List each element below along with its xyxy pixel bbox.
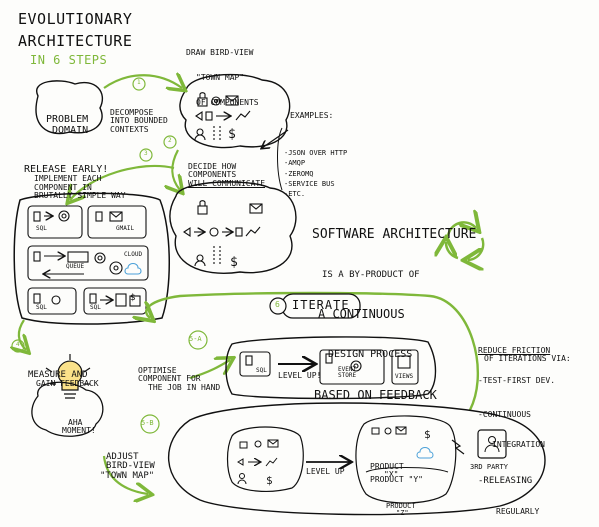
examples-bracket: [277, 127, 283, 191]
release-queue-label: QUEUE: [66, 263, 85, 270]
iterate-loop-arrow: [146, 291, 479, 411]
step5a-shape: [225, 336, 437, 400]
step5a-sql-label: SQL: [256, 367, 267, 374]
step3-arrow: [70, 164, 175, 200]
communicate-icons: [183, 200, 263, 267]
examples-title: EXAMPLES:: [290, 111, 334, 120]
town-map-top-dollar: $: [228, 127, 236, 142]
problem-domain-shape: [35, 80, 103, 135]
townmap-small-shape: [226, 426, 304, 492]
communicate-shape: [169, 181, 297, 274]
step6-number: 6: [275, 300, 280, 309]
step5b-levelup-label: LEVEL UP: [306, 467, 345, 476]
step5b-arrow: [102, 455, 148, 494]
step5a-circle: [188, 330, 208, 350]
step5b-number: 5-B: [141, 419, 154, 427]
product-z-label: PRODUCT"Z": [386, 501, 416, 518]
step1-arrow: [103, 75, 182, 88]
product-y-label: PRODUCT "Y": [370, 475, 423, 484]
step2-arrow: [172, 149, 180, 190]
release-gmail-label: GMAIL: [116, 225, 135, 232]
step6-circle: [269, 297, 287, 315]
town-map-header: DRAW BIRD-VIEW "TOWN MAP" OF COMPONENTS: [186, 47, 259, 108]
third-party-person-icon: [488, 436, 496, 444]
release-dollar: $: [130, 293, 136, 303]
town-map-top-icons: [194, 92, 251, 142]
product-x-label: PRODUCT"X": [370, 461, 404, 480]
step5a-icons: [239, 349, 419, 385]
town-map-top-shape: [179, 73, 291, 149]
step3-number: 3: [144, 150, 148, 157]
third-party-box: [477, 429, 507, 459]
release-shape: [13, 192, 170, 325]
aha-shape: [31, 381, 104, 437]
step5b-circle: [140, 414, 160, 434]
product-dollar: $: [424, 428, 431, 441]
release-sql2-label: SQL: [36, 304, 47, 311]
third-party-label: 3RD PARTY: [470, 463, 508, 471]
step5a-number: 5-A: [189, 335, 202, 343]
reduce-friction-list: -TEST-FIRST DEV. -CONTINUOUS INTEGRATION…: [478, 376, 556, 517]
title-line2: ARCHITECTURE: [18, 32, 133, 50]
townmap-small-icons: [237, 439, 279, 485]
title-line1: EVOLUTIONARY: [18, 10, 133, 28]
step4-circle: [11, 339, 25, 353]
step3-circle: [139, 148, 153, 162]
lightning-icon: [451, 439, 465, 455]
examples-arrow: [262, 129, 289, 148]
product-shape: [355, 415, 457, 504]
release-sql3-label: SQL: [90, 304, 101, 311]
step2-number: 2: [168, 137, 172, 144]
examples-list: -JSON OVER HTTP-AMQP-ZEROMQ-SERVICE BUS-…: [284, 149, 348, 198]
step1-number: 1: [137, 79, 141, 86]
title-line3: IN 6 STEPS: [30, 53, 108, 67]
release-inner-boxes: [27, 205, 149, 315]
step2-circle: [163, 135, 177, 149]
communicate-dollar: $: [230, 255, 238, 270]
step5a-views-label: VIEWS: [395, 373, 414, 380]
step4-number: 4: [16, 341, 20, 348]
recycle-icon: [446, 222, 485, 260]
step5a-levelup-label: LEVEL UP!: [278, 371, 322, 380]
step5a-arrow: [189, 360, 230, 380]
release-sql-label: SQL: [36, 225, 47, 232]
step1-circle: [132, 77, 146, 91]
product-icons: [365, 426, 449, 473]
software-architecture-text: SOFTWARE ARCHITECTURE IS A BY-PRODUCT OF…: [312, 226, 477, 402]
step5b-shape: [168, 402, 546, 516]
release-cloud-label: CLOUD: [124, 251, 143, 258]
iterate-label: ITERATE: [292, 298, 350, 312]
townmap-small-dollar: $: [266, 474, 273, 487]
